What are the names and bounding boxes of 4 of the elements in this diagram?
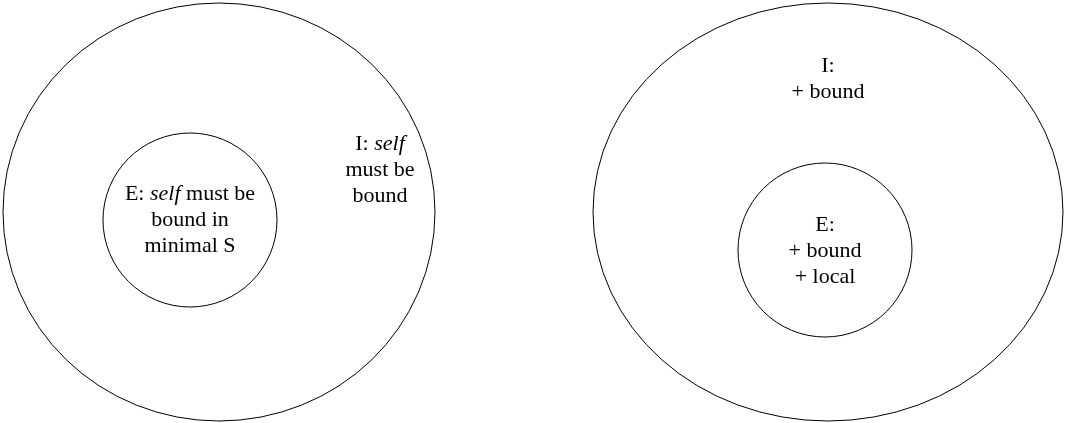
region-label: I: self must be bound	[344, 130, 416, 208]
region-label: E: + bound + local	[787, 211, 863, 289]
region-label: E: self must be bound in minimal S	[123, 180, 257, 258]
region-label: I: + bound	[790, 52, 866, 104]
